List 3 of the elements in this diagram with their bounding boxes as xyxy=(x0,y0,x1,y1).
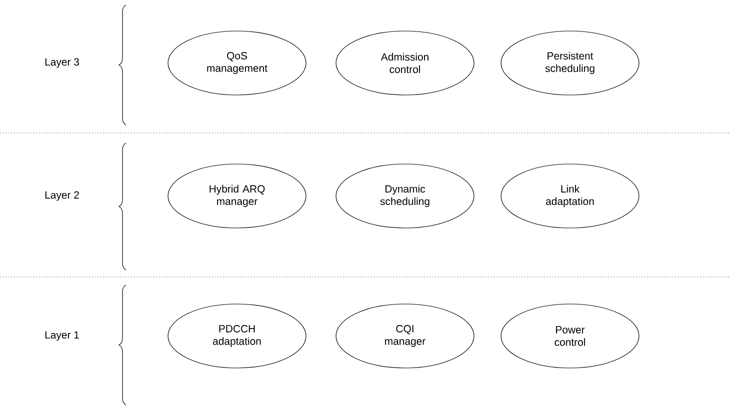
layer-label: Layer 3 xyxy=(45,58,79,68)
layer-label: Layer 2 xyxy=(45,191,79,201)
layer-label: Layer 1 xyxy=(45,331,79,341)
